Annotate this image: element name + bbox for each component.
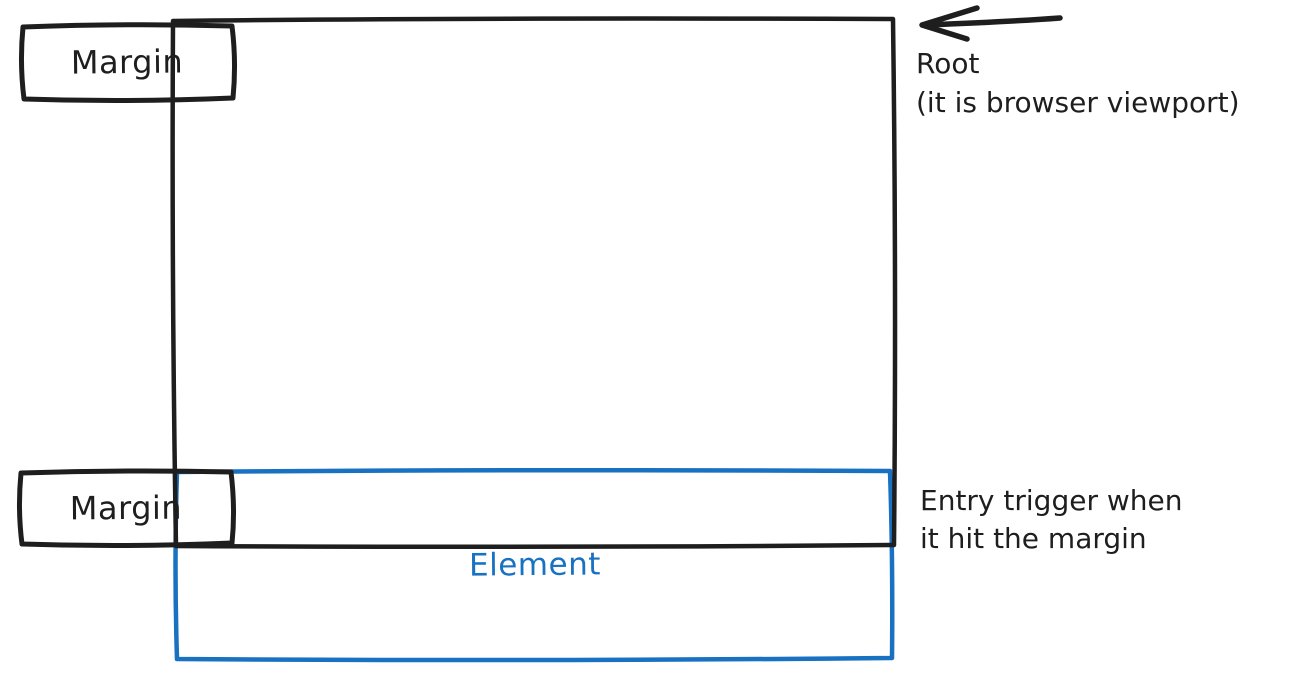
element-rectangle [173, 467, 895, 663]
root-annotation: Root (it is browser viewport) [916, 44, 1240, 122]
entry-annotation: Entry trigger when it hit the margin [920, 482, 1182, 558]
entry-annotation-line2: it hit the margin [920, 522, 1147, 555]
root-annotation-line1: Root [916, 47, 980, 80]
root-annotation-line2: (it is browser viewport) [916, 86, 1240, 119]
root-rectangle [170, 16, 898, 550]
margin-top-label: Margin [70, 42, 184, 82]
margin-box-bottom [16, 468, 237, 549]
entry-annotation-line1: Entry trigger when [920, 484, 1183, 517]
element-label: Element [468, 546, 602, 584]
margin-box-top [18, 22, 238, 104]
arrow-left-icon [919, 5, 1063, 42]
margin-bottom-label: Margin [69, 488, 183, 528]
